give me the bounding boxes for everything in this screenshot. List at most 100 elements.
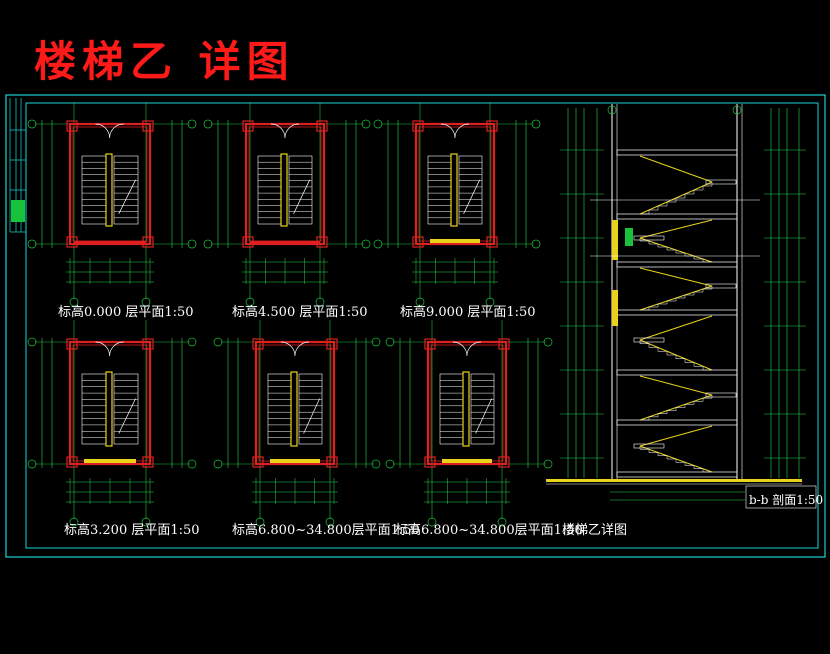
stair-flight	[639, 425, 713, 447]
wall-outline	[254, 340, 336, 466]
column	[242, 120, 254, 132]
stair-step	[658, 410, 668, 414]
stair-step	[693, 465, 703, 469]
axis-bubble	[69, 517, 79, 527]
column	[424, 456, 436, 468]
stair-step	[649, 413, 659, 418]
stair-step	[675, 459, 685, 463]
wall-inner	[258, 344, 332, 462]
stair-step	[649, 304, 659, 308]
wall-base	[74, 241, 146, 244]
door-swing	[95, 123, 124, 139]
column	[412, 236, 424, 248]
wall-outline	[68, 340, 152, 466]
stair-flight-right	[113, 155, 139, 225]
stair-flight-left	[427, 155, 452, 225]
wall-base	[250, 241, 320, 244]
stair-plan-1	[27, 102, 197, 307]
stair-step	[676, 194, 686, 199]
floor-slab	[616, 213, 738, 220]
axis-bubble	[187, 119, 197, 129]
stair-step	[640, 307, 650, 311]
column	[326, 456, 338, 468]
mid-landing	[633, 235, 665, 241]
stair-plan-4	[27, 320, 197, 527]
window-strip	[612, 220, 618, 260]
column	[498, 456, 510, 468]
plan-label-5: 标高6.800~34.800层平面1:50	[232, 523, 420, 538]
stair-flight	[639, 219, 713, 239]
stair-step	[648, 449, 658, 453]
stair-step	[684, 462, 694, 466]
column	[326, 338, 338, 350]
axis-bubble	[543, 337, 553, 347]
axis-bubble	[213, 337, 223, 347]
stair-step	[693, 256, 703, 260]
column	[498, 338, 510, 350]
landing-strip	[430, 239, 480, 243]
stair-step	[639, 340, 649, 344]
door-swing	[270, 123, 299, 139]
landing-strip	[270, 459, 320, 463]
axis-bubble	[543, 459, 553, 469]
handrail-well	[280, 153, 288, 227]
axis-bubble	[361, 119, 371, 129]
handrail-well	[290, 371, 298, 447]
stair-flight-left	[81, 373, 107, 445]
axis-bubble	[315, 297, 325, 307]
column	[66, 338, 78, 350]
mid-landing	[705, 392, 737, 398]
drawing-title: 楼梯乙 详图	[34, 37, 295, 86]
axis-bubble	[415, 297, 425, 307]
stair-step	[639, 238, 649, 242]
stair-flight-left	[267, 373, 292, 445]
stair-step	[676, 295, 686, 299]
handrail-well	[462, 371, 470, 447]
floor-slab	[616, 261, 738, 268]
stair-section-bb	[546, 104, 817, 509]
stair-step	[684, 358, 694, 363]
column	[252, 456, 264, 468]
stair-step	[649, 206, 659, 211]
plan-label-6: 标高6.800~34.800层平面1:50	[395, 523, 583, 538]
stair-flight	[639, 375, 713, 396]
handrail-well	[105, 371, 113, 447]
stair-step	[657, 244, 667, 248]
stair-step	[658, 301, 668, 305]
landing-strip	[84, 459, 136, 463]
axis-bubble	[187, 459, 197, 469]
direction-arrow	[118, 179, 136, 214]
stair-step	[666, 247, 676, 251]
axis-bubble	[531, 119, 541, 129]
door-swing	[440, 123, 469, 139]
stair-step	[667, 198, 677, 203]
stair-step	[702, 259, 712, 263]
plan-label-1: 标高0.000 层平面1:50	[58, 305, 194, 320]
landing-strip	[442, 459, 492, 463]
handrail-well	[450, 153, 458, 227]
stair-step	[693, 362, 703, 367]
mid-landing	[633, 443, 665, 449]
stair-plan-3	[373, 102, 541, 307]
stair-flight-right	[113, 373, 139, 445]
stair-flight-right	[458, 155, 483, 225]
axis-bubble	[141, 297, 151, 307]
direction-arrow	[303, 398, 321, 434]
direction-arrow	[118, 398, 136, 434]
column	[66, 120, 78, 132]
stair-step	[694, 186, 704, 191]
stair-step	[657, 347, 667, 352]
column	[252, 338, 264, 350]
stair-step	[639, 446, 649, 450]
column	[486, 236, 498, 248]
axis-bubble	[371, 337, 381, 347]
axis-bubble	[213, 459, 223, 469]
door-swing	[452, 341, 481, 357]
window-strip	[612, 290, 618, 326]
stair-step	[685, 292, 695, 296]
mid-landing	[705, 283, 737, 289]
axis-bubble	[371, 459, 381, 469]
stair-step	[667, 298, 677, 302]
floor-slab	[616, 369, 738, 376]
direction-arrow	[293, 179, 311, 214]
